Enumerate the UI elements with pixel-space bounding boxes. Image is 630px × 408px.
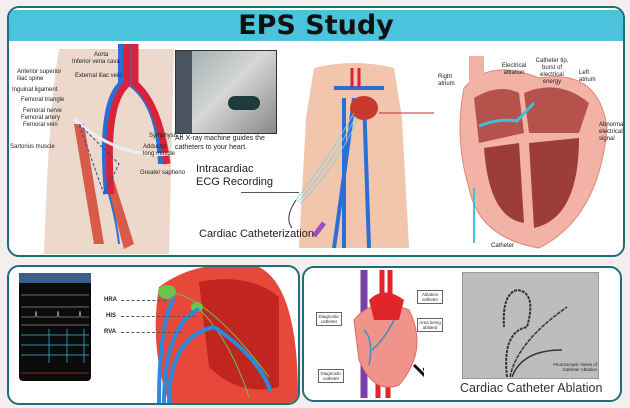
- label-intracardiac-ecg: Intracardiac ECG Recording: [196, 163, 274, 188]
- label-femoral-triangle: Femoral triangle: [21, 97, 65, 103]
- label-inguinal-ligament: Inguinal ligament: [12, 87, 58, 93]
- eps-study-panel: EPS Study Aorta Inferior vena cava Exter…: [7, 6, 625, 257]
- femoral-anatomy-illustration: Aorta Inferior vena cava External iliac …: [9, 44, 185, 254]
- label-ivc: Inferior vena cava: [72, 59, 120, 65]
- ablation-title: Cardiac Catheter Ablation: [460, 381, 603, 395]
- label-left-atrium: Left atrium: [579, 70, 596, 83]
- label-asis: Anterior superior iliac spine: [17, 69, 62, 82]
- title-band: [9, 10, 623, 41]
- label-diagnostic-catheter-1: Diagnostic catheter: [316, 312, 342, 326]
- label-area-being-ablated: Area being ablated: [417, 318, 443, 332]
- label-aorta: Aorta: [94, 52, 109, 58]
- label-right-atrium: Right atrium: [438, 74, 455, 87]
- lead-label-rva: RVA: [104, 329, 117, 335]
- label-catheter-tip: Catheter tip, burst of electrical energy: [535, 58, 569, 85]
- label-external-iliac-vein: External iliac vein: [75, 73, 122, 79]
- his-pointer: [121, 316, 196, 317]
- catheter-ablation-panel: Diagnostic catheter Ablation catheter Ar…: [302, 266, 622, 402]
- xray-photo: [175, 50, 277, 134]
- label-adductor: Adductor long muscle: [143, 144, 176, 157]
- femoral-anatomy-image: [44, 44, 174, 254]
- body-catheter-illustration: [288, 63, 434, 249]
- label-symphysis: Symphysis p: [149, 133, 184, 139]
- label-electrical-ablation: Electrical ablation: [501, 63, 527, 76]
- label-sartorius: Sartorius muscle: [10, 144, 55, 150]
- heart-catheter-illustration: [353, 270, 424, 398]
- label-catheter: Catheter: [491, 243, 515, 249]
- fluoroscopy-image: [462, 272, 599, 379]
- heart-ablation-illustration: [459, 56, 608, 249]
- heart-conduction-illustration: [155, 267, 298, 403]
- label-greater-saphenous: Greater sapheno: [140, 170, 186, 176]
- label-abnormal-signal: Abnormal electrical signal: [599, 122, 625, 142]
- rva-pointer: [121, 332, 181, 333]
- ecg-monitor: [19, 273, 91, 381]
- label-diagnostic-catheter-2: Diagnostic catheter: [318, 369, 344, 383]
- page-title: EPS Study: [238, 10, 394, 41]
- gloved-hand: [228, 96, 260, 110]
- lead-label-hra: HRA: [104, 297, 117, 303]
- label-femoral-vein: Femoral vein: [23, 122, 58, 128]
- label-ablation-catheter: Ablation catheter: [417, 290, 443, 304]
- ecg-pointer-line: [241, 192, 299, 193]
- label-femoral-artery: Femoral artery: [21, 115, 61, 121]
- label-cardiac-catheterization: Cardiac Catheterization: [199, 228, 314, 240]
- hra-pointer: [121, 300, 166, 301]
- fluoro-caption: Fluoroscopic Views of Catheter Ablation: [553, 362, 597, 372]
- intracardiac-ecg-panel: HRA HIS RVA: [7, 265, 300, 405]
- xray-caption: An X-ray machine guides the catheters to…: [175, 135, 265, 151]
- lead-label-his: HIS: [106, 313, 117, 319]
- label-femoral-nerve: Femoral nerve: [23, 108, 62, 114]
